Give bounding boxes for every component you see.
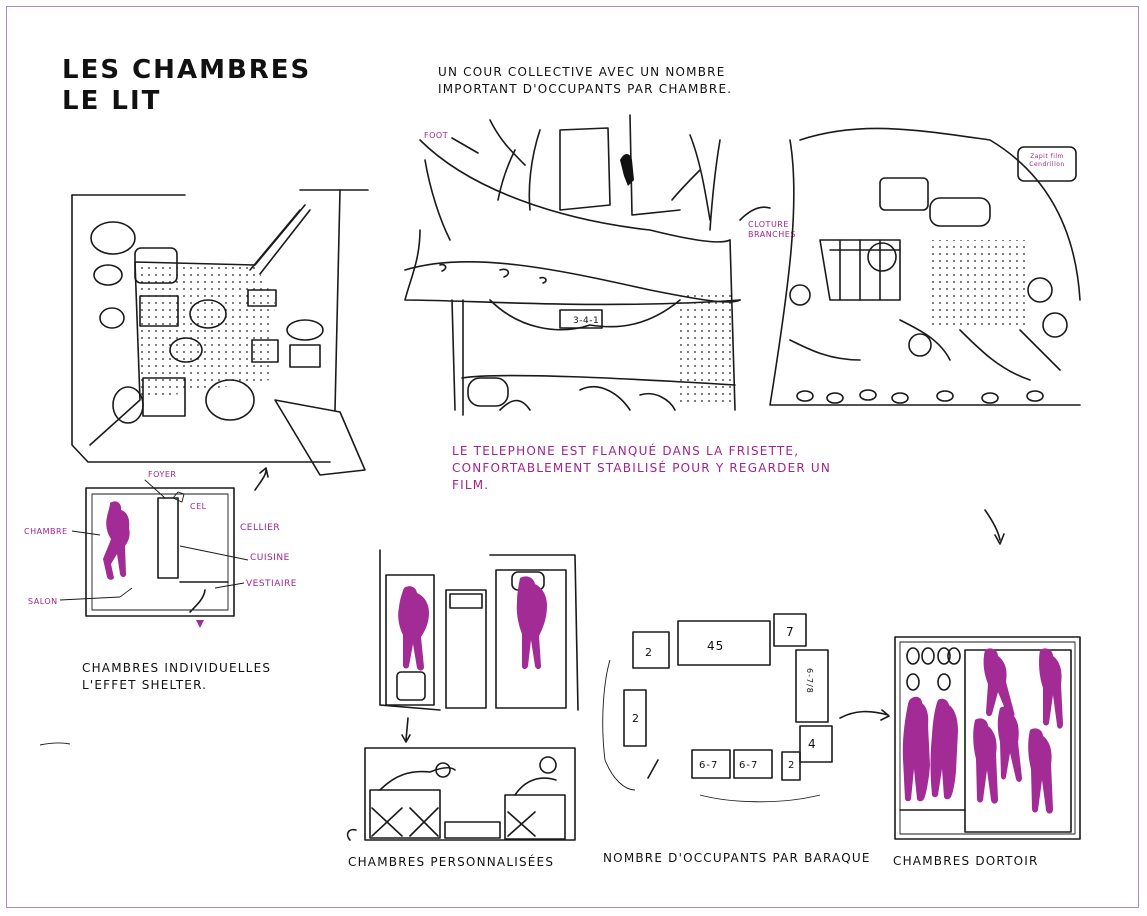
label-clotures: CLOTURE BRANCHES xyxy=(748,220,796,239)
page-title: LES CHAMBRES LE LIT xyxy=(62,55,311,117)
title-line-2: LE LIT xyxy=(62,86,162,116)
label-chambre: CHAMBRE xyxy=(24,527,68,536)
floor-plan-sketch xyxy=(59,479,249,628)
dorm-rooms-caption: CHAMBRES DORTOIR xyxy=(893,854,1039,868)
count-bottom-1: 6-7 xyxy=(699,760,719,771)
occupants-plan-sketch xyxy=(602,613,890,803)
count-right-middle: 6-7/8 xyxy=(805,668,814,694)
label-vestiaire: VESTIAIRE xyxy=(246,579,297,589)
room-axonometric-sketch xyxy=(71,189,369,491)
label-cellier: CELLIER xyxy=(240,523,281,533)
title-line-1: LES CHAMBRES xyxy=(62,55,312,85)
occupants-caption: NOMBRE D'OCCUPANTS PAR BARAQUE xyxy=(603,851,871,865)
dorm-rooms-sketch xyxy=(894,636,1081,840)
courtyard-caption: UN COUR COLLECTIVE AVEC UN NOMBRE IMPORT… xyxy=(438,65,733,96)
outdoor-group-sketch xyxy=(769,127,1081,545)
window-tag: 3-4-1 xyxy=(573,316,600,326)
label-cel: CEL xyxy=(190,502,207,511)
count-bottom-2: 6-7 xyxy=(739,760,759,771)
count-right-top: 7 xyxy=(786,625,795,639)
count-left-top: 2 xyxy=(645,646,653,659)
personalized-rooms-sketch xyxy=(346,549,579,841)
label-salon: SALON xyxy=(28,597,58,606)
phone-caption: LE TELEPHONE EST FLANQUÉ DANS LA FRISETT… xyxy=(452,444,832,492)
label-foot: FOOT xyxy=(424,131,449,140)
label-foyer: FOYER xyxy=(148,470,177,479)
individual-rooms-caption: CHAMBRES INDIVIDUELLES L'EFFET SHELTER. xyxy=(82,661,272,692)
stray-mark xyxy=(39,742,71,746)
count-center: 45 xyxy=(707,639,725,653)
courtyard-bed-sketch xyxy=(404,114,771,416)
count-right-bottom: 4 xyxy=(808,737,817,751)
count-left-side: 2 xyxy=(632,712,640,725)
personalized-rooms-caption: CHAMBRES PERSONNALISÉES xyxy=(348,855,555,869)
label-cuisine: CUISINE xyxy=(250,553,290,563)
count-bottom-3: 2 xyxy=(788,760,796,771)
phone-screen-text: Zapit film Cendrillon xyxy=(1029,153,1065,168)
